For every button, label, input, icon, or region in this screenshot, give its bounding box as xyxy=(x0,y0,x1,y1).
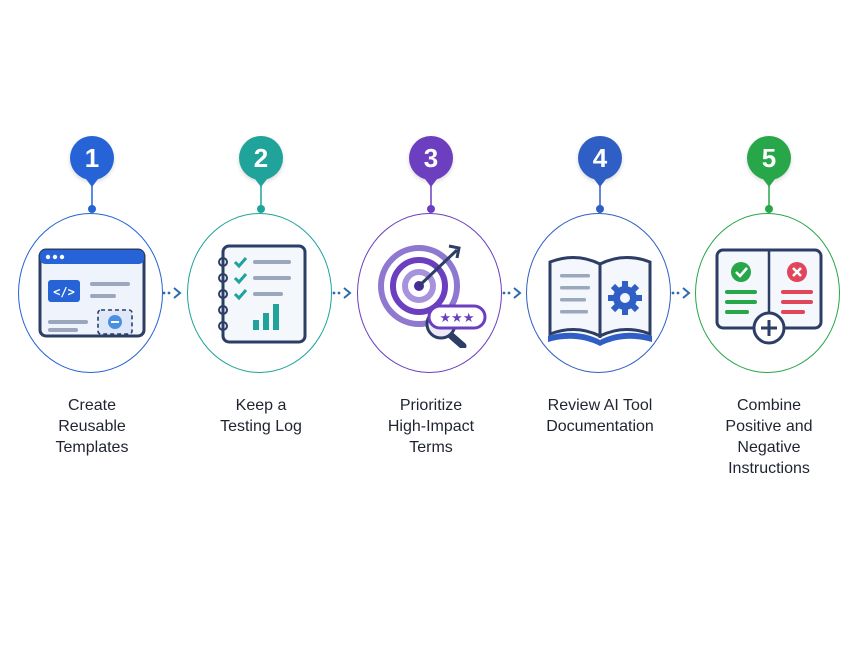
step-1: 1 </> Create Reusable Templates xyxy=(12,0,172,651)
step-label: Keep a Testing Log xyxy=(220,397,302,435)
step-number-badge: 2 xyxy=(239,136,283,187)
step-3: 3 ★★★ Prioritize High-Impact Terms xyxy=(351,0,511,651)
step-label: Review AI Tool Documentation xyxy=(546,397,654,435)
badge-stem-dot xyxy=(88,205,96,213)
book-gear-icon xyxy=(544,240,656,348)
badge-stem xyxy=(599,186,601,208)
connector-arrow xyxy=(162,286,186,300)
step-number-badge: 3 xyxy=(409,136,453,187)
step-label: Combine Positive and Negative Instructio… xyxy=(725,397,813,477)
step-number-badge: 4 xyxy=(578,136,622,187)
connector-arrow xyxy=(332,286,356,300)
badge-stem xyxy=(430,186,432,208)
badge-stem-dot xyxy=(765,205,773,213)
target-magnifier-icon: ★★★ xyxy=(375,240,487,348)
svg-text:</>: </> xyxy=(53,285,75,299)
step-label: Create Reusable Templates xyxy=(55,397,129,456)
checklist-notebook-icon xyxy=(205,240,317,348)
badge-stem-dot xyxy=(257,205,265,213)
badge-stem xyxy=(91,186,93,208)
step-number-badge: 1 xyxy=(70,136,114,187)
badge-stem-dot xyxy=(596,205,604,213)
svg-text:★★★: ★★★ xyxy=(440,311,475,326)
step-5: 5 Combine Pos xyxy=(689,0,849,651)
badge-stem xyxy=(260,186,262,208)
code-template-icon: </> xyxy=(36,240,148,348)
positive-negative-icon xyxy=(713,240,825,348)
connector-arrow xyxy=(502,286,526,300)
step-4: 4 xyxy=(520,0,680,651)
step-2: 2 Keep a Testing Log xyxy=(181,0,341,651)
connector-arrow xyxy=(671,286,695,300)
step-label: Prioritize High-Impact Terms xyxy=(387,397,475,456)
badge-stem-dot xyxy=(427,205,435,213)
badge-stem xyxy=(768,186,770,208)
step-number-badge: 5 xyxy=(747,136,791,187)
